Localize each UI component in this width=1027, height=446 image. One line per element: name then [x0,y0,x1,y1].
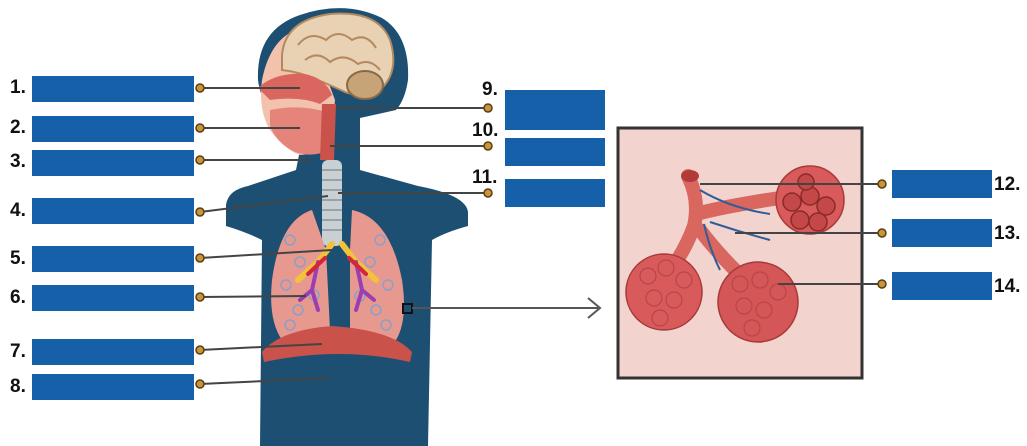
label-number-1: 1. [10,78,26,97]
alveolar-sac-bottom [718,262,798,342]
label-number-7: 7. [10,342,26,361]
alveolar-sac-left [626,254,702,330]
label-box-10[interactable] [505,138,605,166]
label-box-8[interactable] [32,374,194,400]
label-box-14[interactable] [892,272,992,300]
label-number-9: 9. [482,80,498,99]
label-number-13: 13. [994,224,1020,243]
label-number-4: 4. [10,201,26,220]
alveoli-inset-box [618,128,862,378]
label-box-3[interactable] [32,150,194,176]
label-box-5[interactable] [32,246,194,272]
label-number-5: 5. [10,249,26,268]
label-number-2: 2. [10,118,26,137]
label-box-1[interactable] [32,76,194,102]
label-number-3: 3. [10,152,26,171]
label-number-8: 8. [10,377,26,396]
label-box-12[interactable] [892,170,992,198]
label-box-2[interactable] [32,116,194,142]
pharynx [320,104,336,160]
cerebellum [347,71,383,99]
label-box-13[interactable] [892,219,992,247]
label-number-12: 12. [994,175,1020,194]
inset-bronchiole-opening [681,170,699,182]
label-box-6[interactable] [32,285,194,311]
trachea-rings [322,170,342,230]
label-number-6: 6. [10,288,26,307]
label-box-4[interactable] [32,198,194,224]
trachea [322,160,342,246]
label-number-10: 10. [472,121,498,140]
label-number-14: 14. [994,277,1020,296]
label-number-11: 11. [472,168,497,187]
label-box-7[interactable] [32,339,194,365]
label-box-9[interactable] [505,90,605,130]
label-box-11[interactable] [505,179,605,207]
